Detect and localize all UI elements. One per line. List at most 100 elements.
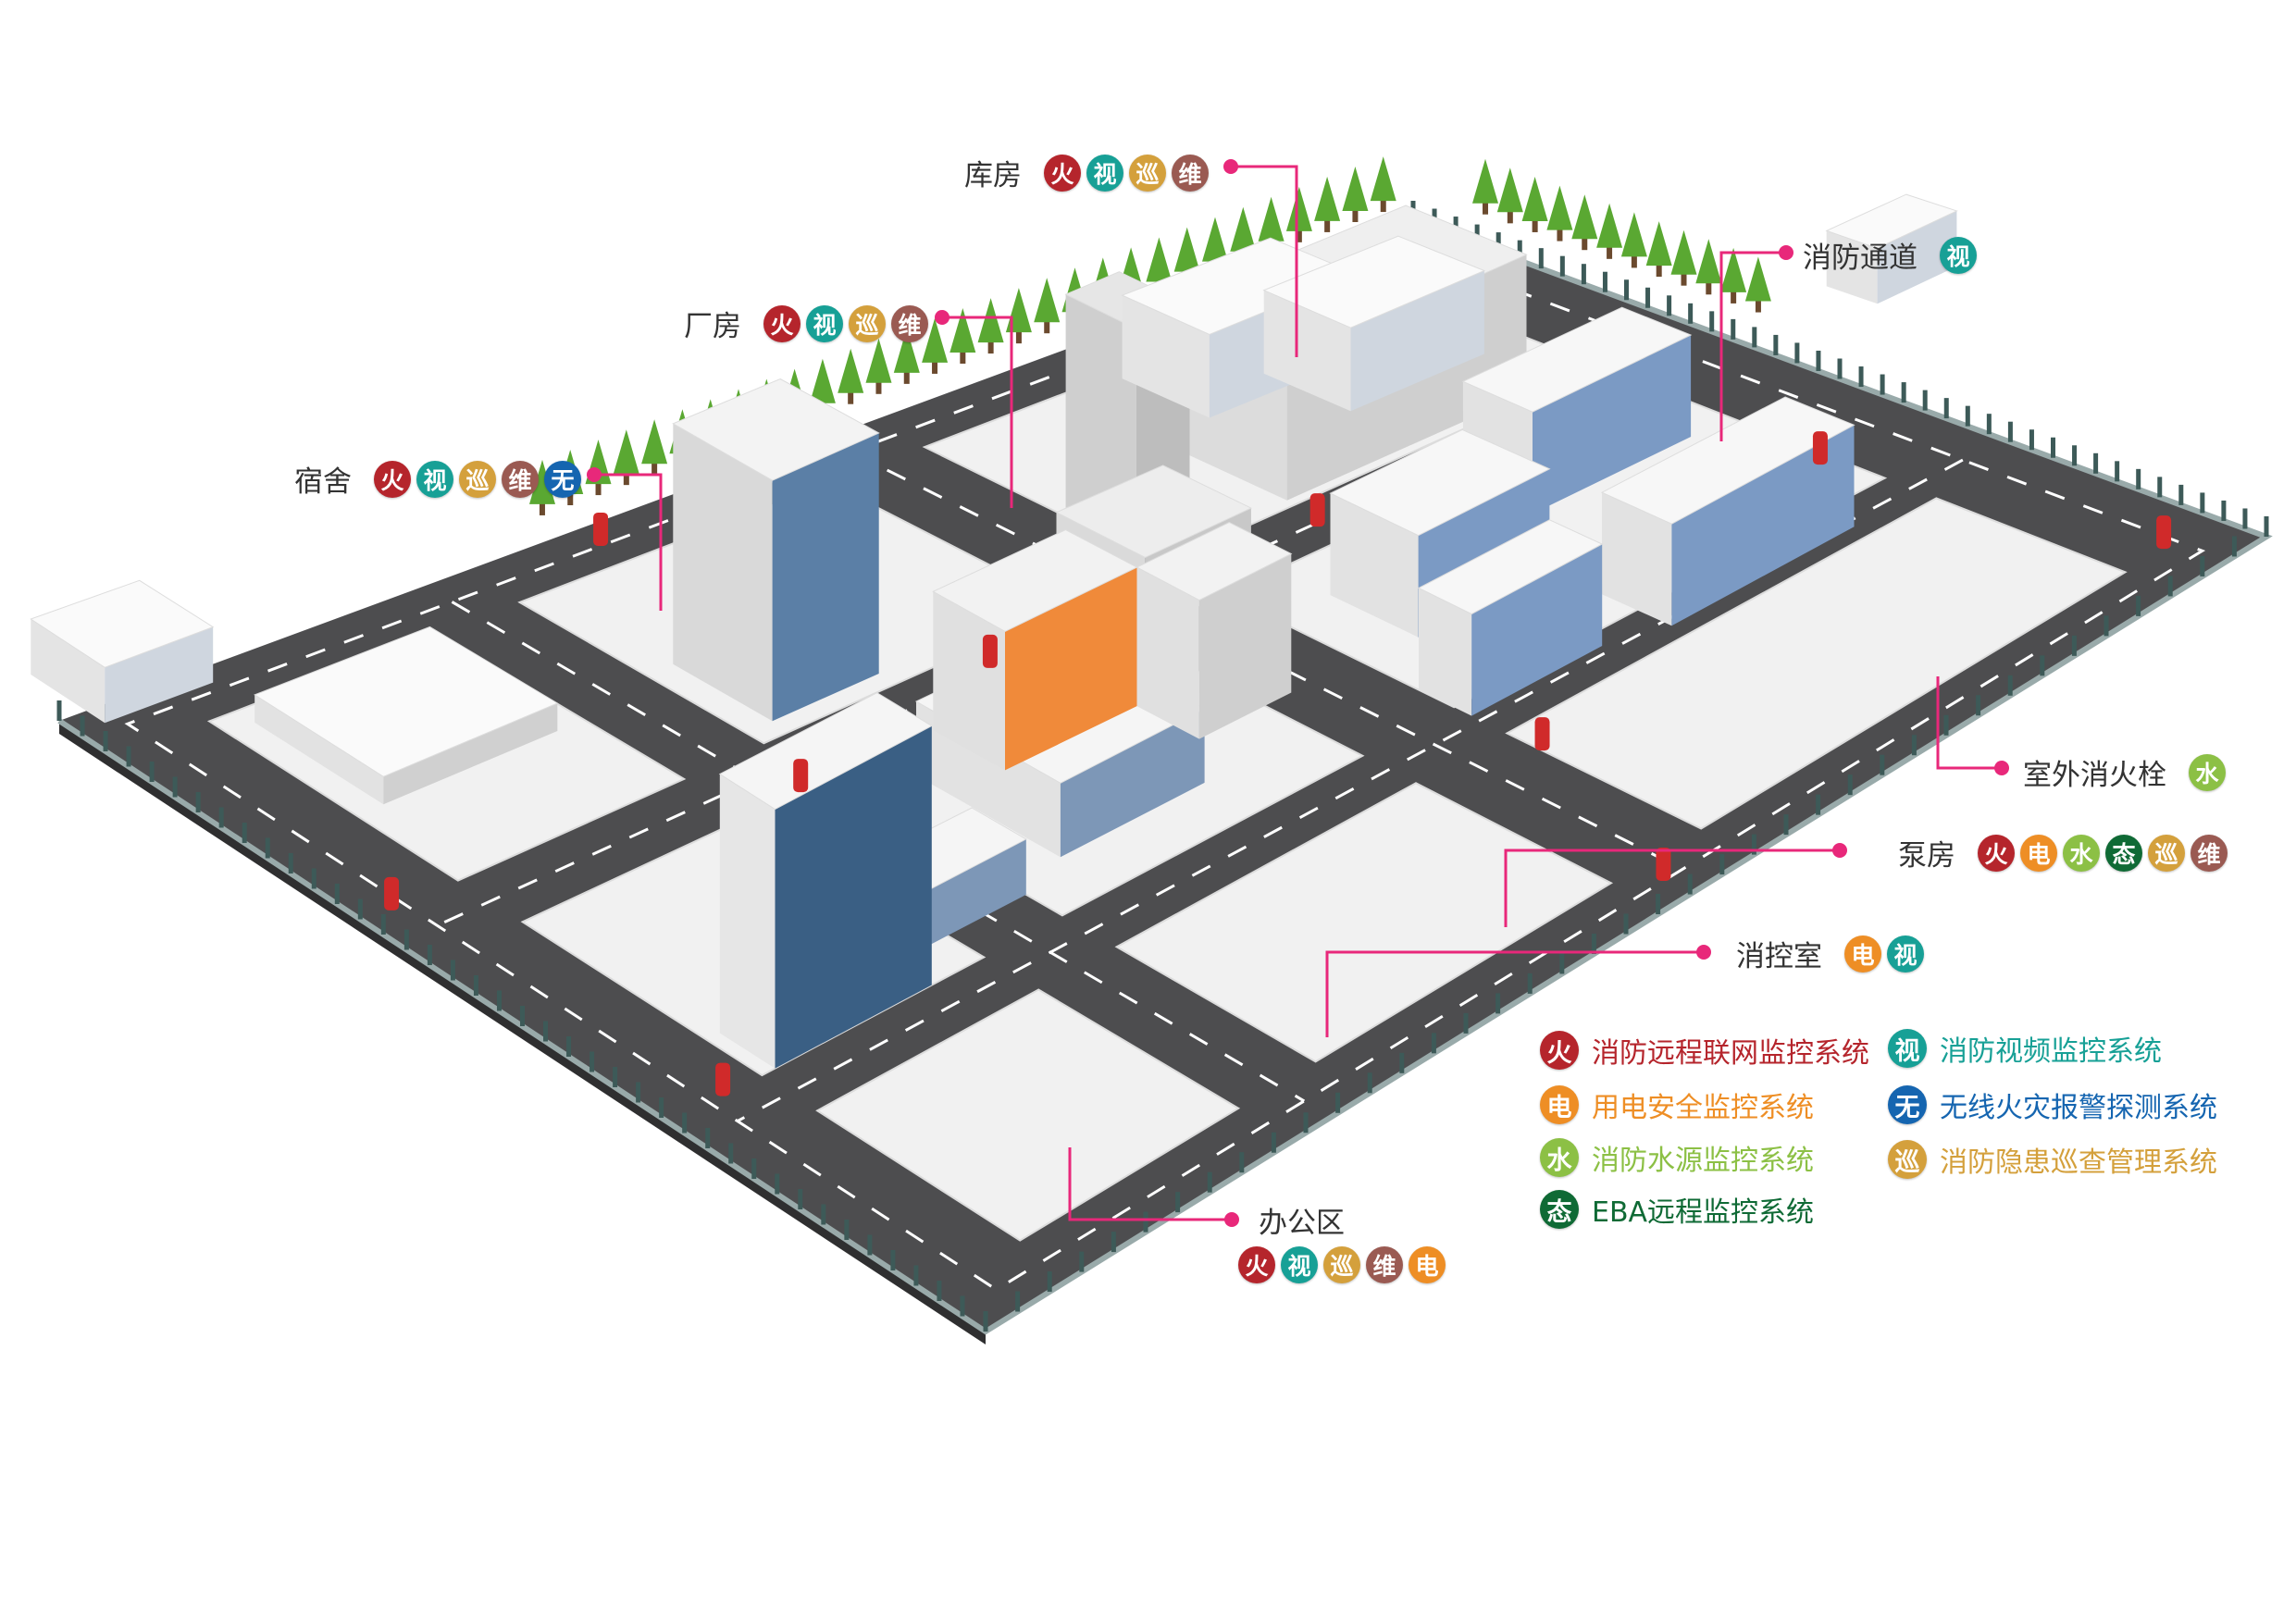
maintenance-icon: 维 [891, 304, 928, 342]
video-icon: 视 [806, 304, 843, 342]
tree-icon [1744, 256, 1771, 302]
leader-line [1719, 251, 1786, 441]
tree-trunk [1557, 228, 1563, 242]
leader-dot [1224, 1212, 1239, 1227]
tree-icon [1496, 167, 1523, 213]
area-name: 室外消火栓 [2023, 759, 2166, 792]
leader-line [594, 473, 663, 611]
area-label: 库房火视巡维 [964, 152, 1209, 193]
tree-trunk [1352, 208, 1359, 222]
fire-hydrant-icon [1656, 848, 1671, 882]
tree-trunk [960, 351, 966, 365]
tree-trunk [1607, 245, 1613, 259]
office-tower-side [775, 725, 932, 1069]
patrol-icon: 巡 [1129, 154, 1166, 192]
tree-icon [1695, 239, 1722, 284]
area-name: 宿舍 [294, 465, 352, 499]
dormitory-building-side [772, 433, 879, 722]
tree-icon [922, 317, 949, 363]
legend-item: 水消防水源监控系统 [1540, 1137, 1814, 1178]
area-name: 泵房 [1898, 839, 1955, 873]
tree-icon [1720, 247, 1747, 292]
tree-icon [809, 358, 836, 403]
pump-house-corner-side [383, 703, 558, 805]
leader-line [1068, 1147, 1232, 1221]
plant-building [1600, 396, 1855, 525]
area-label: 厂房火视巡维 [684, 303, 928, 344]
patrol-icon: 巡 [459, 460, 496, 498]
area-label: 泵房火电水态巡维 [1898, 832, 2228, 873]
tree-icon [529, 459, 555, 504]
system-badges: 火电水态巡维 [1978, 834, 2228, 872]
electric-icon: 电 [2020, 834, 2057, 872]
city-block [1505, 497, 2128, 830]
tree-trunk [932, 360, 938, 374]
legend-text: 无线火灾报警探测系统 [1940, 1092, 2217, 1124]
plant-building [1417, 519, 1604, 615]
tree-trunk [1380, 199, 1386, 213]
tree-icon [838, 348, 864, 393]
leader-dot [587, 467, 602, 482]
warehouse [1262, 235, 1486, 328]
dormitory-building [672, 378, 880, 481]
leader-dot [1223, 159, 1238, 174]
area-label: 消防通道视 [1803, 234, 1977, 276]
area-name: 厂房 [684, 310, 741, 343]
fire-hydrant-icon [982, 634, 998, 668]
fire-hydrant-icon [2156, 515, 2172, 550]
tree-icon [949, 308, 976, 353]
fire-hydrant-icon [793, 759, 809, 793]
factory-annex [1055, 465, 1253, 559]
tree-icon [1620, 212, 1647, 257]
fire-hydrant-icon [1812, 431, 1828, 465]
city-block [815, 988, 1241, 1242]
low-building-side [1060, 708, 1205, 858]
tree-trunk [595, 482, 602, 496]
leader-dot [1696, 945, 1711, 960]
side-station-side [1877, 210, 1957, 304]
system-badges: 火视巡维无 [374, 460, 581, 498]
tree-icon [641, 419, 668, 465]
tree-trunk [567, 492, 574, 506]
wireless-icon: 无 [1888, 1085, 1927, 1124]
fire-icon: 火 [1540, 1031, 1579, 1070]
tree-icon [1645, 221, 1672, 266]
area-label: 办公区火视巡维电 [1238, 1199, 1446, 1283]
legend-text: 用电安全监控系统 [1592, 1092, 1814, 1124]
tree-trunk [1507, 210, 1513, 224]
warehouse [1121, 237, 1359, 336]
pump-room [1136, 522, 1293, 601]
legend-text: 消防隐患巡查管理系统 [1940, 1146, 2217, 1179]
system-badges: 视 [1940, 236, 1977, 274]
tree-trunk [539, 502, 545, 515]
electric-icon: 电 [1844, 935, 1881, 973]
video-icon: 视 [1086, 154, 1123, 192]
maintenance-icon: 维 [2191, 834, 2228, 872]
tree-icon [977, 298, 1004, 343]
tree-trunk [652, 462, 658, 476]
tree-icon [1596, 203, 1623, 248]
tree-trunk [1706, 281, 1712, 295]
maintenance-icon: 维 [502, 460, 539, 498]
pump-room-side [1198, 553, 1292, 739]
plant-building-side [1602, 492, 1672, 626]
eba-icon: 态 [2105, 834, 2142, 872]
office-tower [718, 692, 933, 811]
pump-room-side [1136, 567, 1199, 739]
wireless-icon: 无 [544, 460, 581, 498]
pump-house-corner [254, 626, 559, 777]
system-badges: 水 [2189, 753, 2226, 791]
tree-trunk [1755, 299, 1761, 313]
lane-marking [737, 458, 1964, 1122]
tree-icon [1173, 227, 1200, 272]
fire-icon: 火 [763, 304, 800, 342]
side-station [1825, 193, 1958, 249]
tree-trunk [903, 370, 910, 384]
tree-icon [893, 328, 920, 373]
fire-hydrant-icon [384, 876, 400, 911]
area-name: 办公区 [1259, 1207, 1345, 1240]
